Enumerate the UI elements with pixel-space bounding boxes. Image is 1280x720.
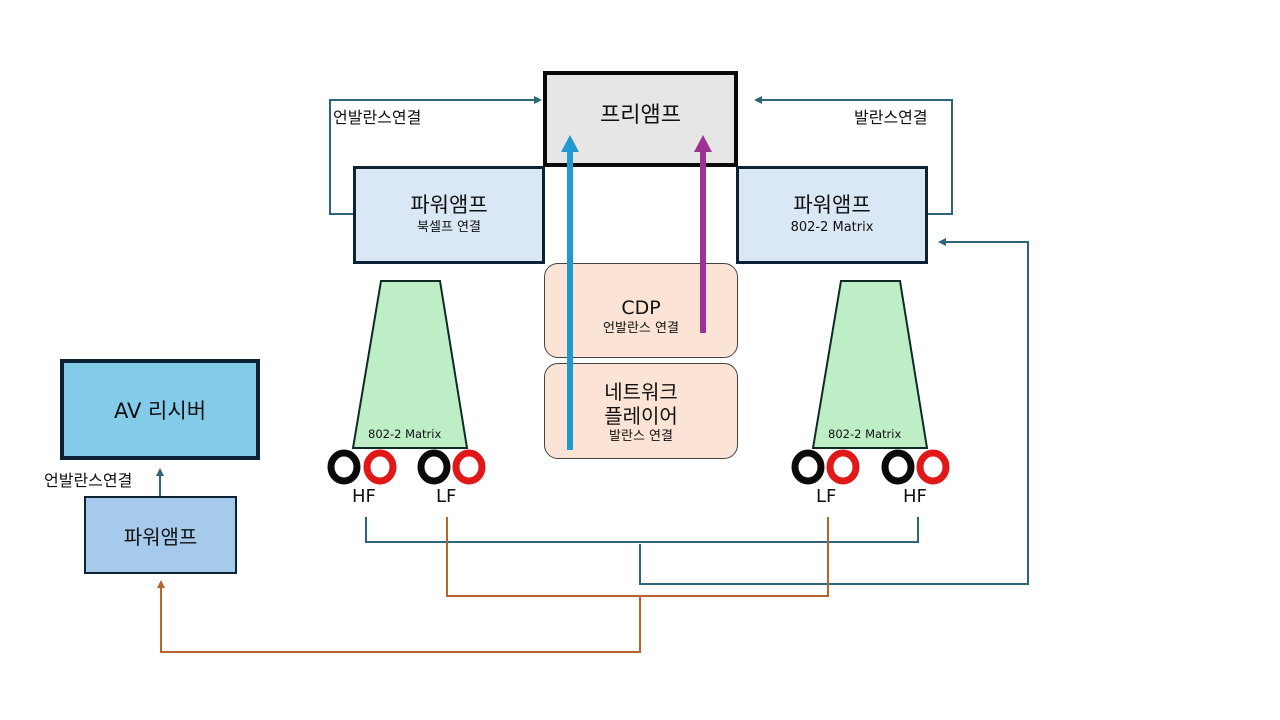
cdp-title: CDP <box>621 296 661 319</box>
power-amp-right-subtitle: 802-2 Matrix <box>790 220 874 235</box>
power-amp-small-box: 파워앰프 <box>84 496 237 574</box>
preamp-label: 프리앰프 <box>600 103 681 128</box>
network-player-title-2: 플레이어 <box>604 404 678 428</box>
terminal-left-lf-red <box>452 449 486 485</box>
av-receiver-box: AV 리시버 <box>60 359 260 460</box>
power-amp-left-box: 파워앰프 북셀프 연결 <box>353 166 545 264</box>
arrow-cdp-head <box>694 135 712 152</box>
speaker-right-lf-label: LF <box>816 486 837 507</box>
speaker-left-lf-label: LF <box>436 486 457 507</box>
network-player-subtitle: 발란스 연결 <box>609 429 673 444</box>
wire-lf-to-small-amp <box>157 580 641 653</box>
network-player-title-1: 네트워크 <box>604 380 678 404</box>
power-amp-small-label: 파워앰프 <box>123 524 198 549</box>
label-unbalanced-left: 언발란스연결 <box>333 108 422 127</box>
speaker-left-hf-label: HF <box>352 486 376 507</box>
terminal-left-hf-black <box>327 449 361 485</box>
speaker-left-model: 802-2 Matrix <box>368 427 442 441</box>
arrow-network-head <box>561 135 579 152</box>
wire-hf-to-right-amp <box>639 238 1029 585</box>
wire-right-amp-to-preamp <box>754 96 953 215</box>
preamp-box: 프리앰프 <box>543 71 738 167</box>
terminal-right-lf-red <box>826 449 860 485</box>
power-amp-right-title: 파워앰프 <box>793 193 871 217</box>
terminal-left-lf-black <box>417 449 451 485</box>
label-balanced-right: 발란스연결 <box>854 108 928 127</box>
speaker-right-hf-label: HF <box>903 486 927 507</box>
terminal-right-hf-red <box>916 449 950 485</box>
cdp-subtitle: 언발란스 연결 <box>603 320 679 336</box>
terminal-right-hf-black <box>881 449 915 485</box>
terminal-right-lf-black <box>791 449 825 485</box>
network-player-box: 네트워크 플레이어 발란스 연결 <box>544 363 738 459</box>
power-amp-left-title: 파워앰프 <box>410 193 488 217</box>
speaker-right-model: 802-2 Matrix <box>828 427 902 441</box>
speaker-left-cabinet <box>351 280 469 449</box>
power-amp-left-subtitle: 북셀프 연결 <box>417 220 481 235</box>
terminal-left-hf-red <box>363 449 397 485</box>
power-amp-right-box: 파워앰프 802-2 Matrix <box>736 166 928 264</box>
wire-hf-bus <box>365 517 919 543</box>
wire-lf-bus <box>446 517 829 597</box>
speaker-right-cabinet <box>811 280 929 449</box>
wire-left-amp-to-preamp <box>329 96 542 215</box>
label-unbalanced-av: 언발란스연결 <box>44 471 133 490</box>
av-receiver-label: AV 리시버 <box>113 398 207 423</box>
